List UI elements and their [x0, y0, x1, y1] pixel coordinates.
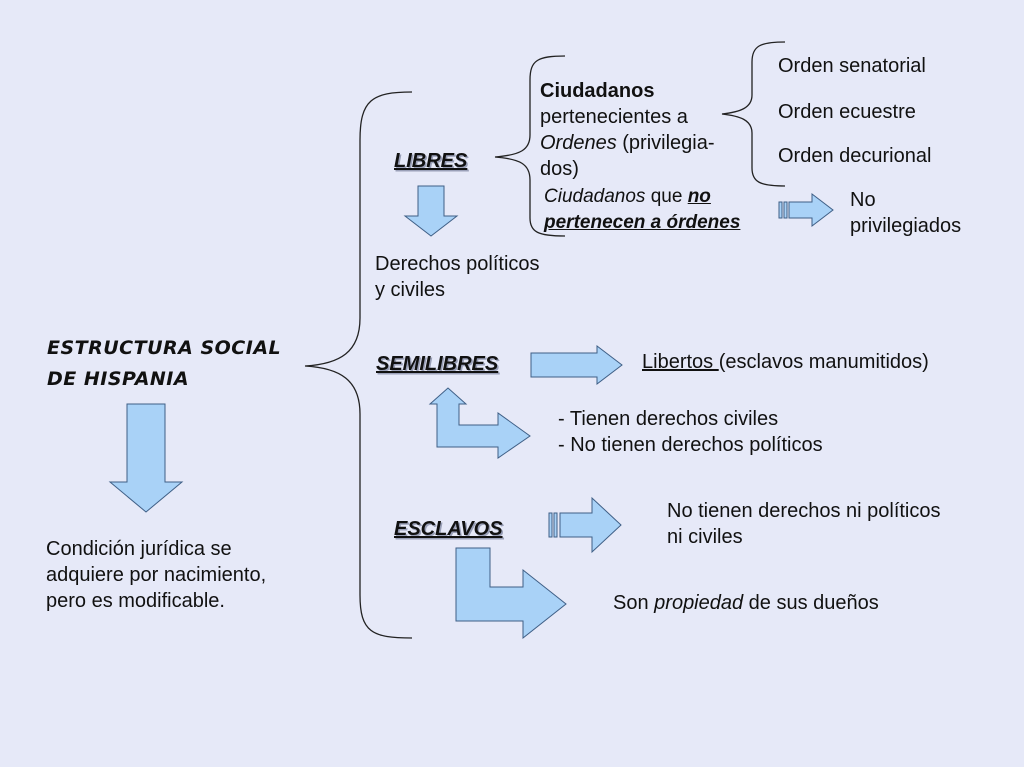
orden-senatorial: Orden senatorial	[778, 55, 926, 77]
esclavos-bent-arrow	[455, 547, 567, 640]
no-privilegiados-arrow	[788, 192, 834, 228]
libres-brace	[494, 55, 566, 237]
esclavos-no-derechos-line1: No tienen derechos ni políticos	[667, 500, 941, 522]
libertos-underlined: Libertos	[642, 351, 719, 373]
condicion-line3: pero es modificable.	[46, 590, 225, 612]
ciudadanos-line2: pertenecientes a	[540, 106, 688, 128]
main-brace	[304, 91, 413, 639]
semilibres-politicos: - No tienen derechos políticos	[558, 434, 823, 456]
semilibres-right-arrow	[530, 344, 623, 386]
esclavos-propiedad: propiedad	[654, 592, 744, 614]
title-down-arrow	[108, 403, 184, 513]
semilibres-label: SEMILIBRES	[376, 353, 499, 375]
condicion-line2: adquiere por nacimiento,	[46, 564, 267, 586]
esclavos-propiedad-text: Son propiedad de sus dueños	[613, 590, 879, 616]
libertos-text: Libertos (esclavos manumitidos)	[642, 349, 929, 375]
no-pertenecen-line2: pertenecen a órdenes	[544, 212, 741, 233]
no-pertenecen-que: que	[645, 186, 688, 207]
no-pertenecen-no: no	[687, 186, 711, 207]
esclavos-right-arrow	[559, 496, 622, 554]
ciudadanos-line3-rest: (privilegia-	[616, 132, 715, 154]
ciudadanos-line4: dos)	[540, 158, 579, 180]
orden-decurional: Orden decurional	[778, 145, 932, 167]
no-privilegiados-line1: No	[850, 189, 876, 211]
diagram-title-line1: ESTRUCTURA SOCIAL	[47, 337, 282, 359]
ciudadanos-heading: Ciudadanos	[540, 80, 655, 102]
orden-ecuestre: Orden ecuestre	[778, 101, 916, 123]
libertos-rest: (esclavos manumitidos)	[718, 351, 929, 373]
condicion-line1: Condición jurídica se	[46, 538, 232, 560]
semilibres-civiles: - Tienen derechos civiles	[558, 408, 779, 430]
diagram-title-line2: DE HISPANIA	[47, 368, 190, 390]
ordenes-brace	[721, 41, 786, 187]
libres-derechos-line2: y civiles	[375, 279, 446, 301]
esclavos-no-derechos-line2: ni civiles	[667, 526, 743, 548]
libres-derechos-line1: Derechos políticos	[375, 253, 540, 275]
no-pertenecen-ciudadanos: Ciudadanos	[544, 186, 646, 207]
libres-label: LIBRES	[394, 150, 468, 172]
libres-down-arrow	[403, 185, 459, 237]
esclavos-son: Son	[613, 592, 655, 614]
esclavos-label: ESCLAVOS	[394, 518, 503, 540]
ordenes-italic: Ordenes	[540, 132, 617, 154]
semilibres-bent-arrow	[428, 387, 531, 459]
ciudadanos-line3: Ordenes (privilegia-	[540, 130, 715, 156]
no-pertenecen-line1: Ciudadanos que no	[544, 184, 711, 210]
no-privilegiados-line2: privilegiados	[850, 215, 962, 237]
esclavos-duenos: de sus dueños	[743, 592, 879, 614]
